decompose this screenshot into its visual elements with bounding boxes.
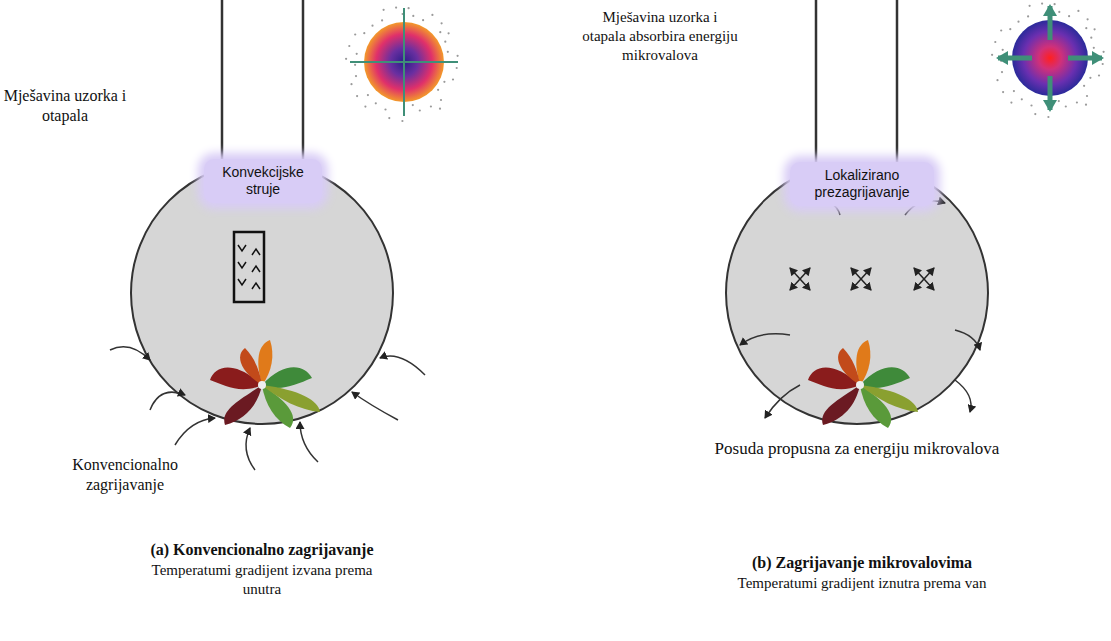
highlight-patch: Konvekcijske struje xyxy=(204,159,322,203)
plant-sample xyxy=(210,340,320,428)
flask-left xyxy=(131,0,393,424)
highlight-patch: Lokalizirano prezagrijavanje xyxy=(790,162,934,206)
particle-dots xyxy=(345,3,1105,123)
panel-title: (b) Zagrijavanje mikrovalovima xyxy=(702,553,1022,573)
annotation: Konvencionalno zagrijavanje xyxy=(50,455,200,495)
x-arrows xyxy=(790,268,934,290)
panel-title: (a) Konvencionalno zagrijavanje xyxy=(102,540,422,560)
annotation: Temperatumi gradijent iznutra prema van xyxy=(722,574,1002,593)
plant-sample xyxy=(808,340,918,428)
patch-label: Konvekcijske struje xyxy=(211,164,315,198)
annotation: Mješavina uzorka i otapala xyxy=(0,86,130,126)
heat-icon-inside xyxy=(998,6,1102,110)
heat-icon-outside xyxy=(350,8,458,116)
patch-label: Lokalizirano prezagrijavanje xyxy=(797,167,927,201)
annotation: Posuda propusna za energiju mikrovalova xyxy=(707,438,1007,459)
annotation: Mješavina uzorka i otapala absorbira ene… xyxy=(580,8,740,64)
convection-loop xyxy=(234,232,264,302)
annotation: Temperatumi gradijent izvana prema unutr… xyxy=(132,561,392,599)
